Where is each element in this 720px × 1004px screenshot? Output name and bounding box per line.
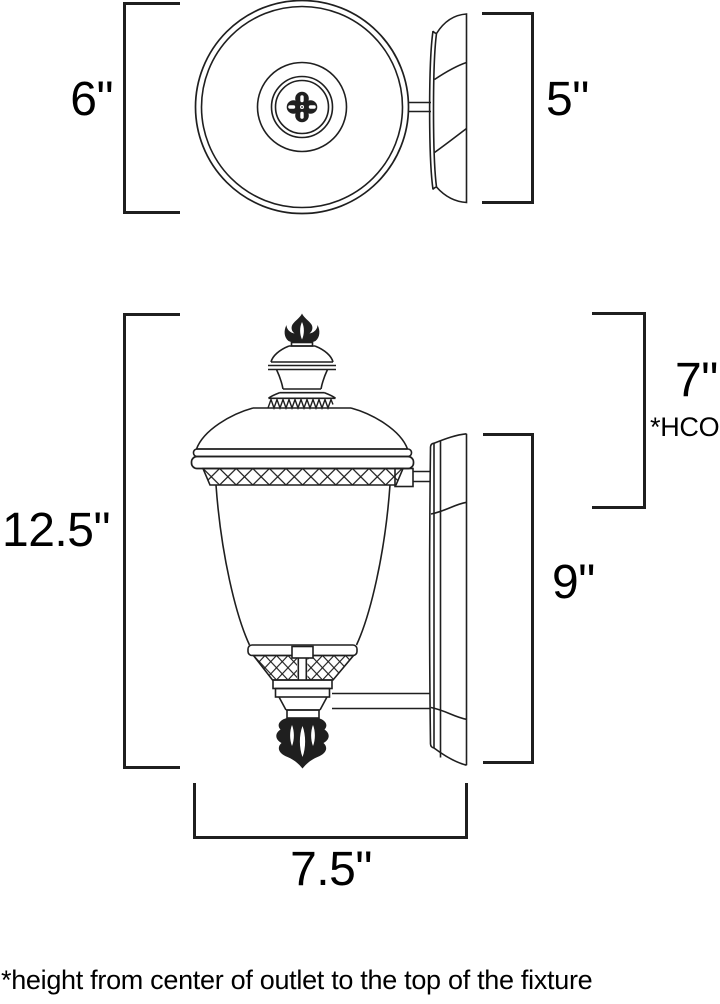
backplate-top-view <box>428 13 468 204</box>
hco-abbreviation-label: *HCO <box>650 412 720 442</box>
outlet-to-top-dimension-label: 7" <box>675 354 718 407</box>
arm-top-view <box>408 101 431 113</box>
fixture-width-dimension-label: 7.5" <box>290 843 372 896</box>
roof-band-main <box>190 455 415 470</box>
zigzag-band <box>267 397 334 411</box>
roof-band-thin <box>192 448 413 458</box>
finial-urn <box>267 345 337 400</box>
backplate-height-dimension-label: 9" <box>552 556 595 609</box>
side-view <box>123 312 646 839</box>
backplate-side <box>428 433 468 766</box>
dim-bracket-outlet-to-top <box>592 312 646 509</box>
drop-finial <box>276 718 329 769</box>
bottom-collar <box>272 679 333 719</box>
upper-arm <box>413 470 431 483</box>
lower-arm <box>332 692 431 710</box>
roof-top-view <box>194 0 410 215</box>
flame-finial <box>284 313 320 347</box>
lattice-band-top <box>201 467 405 486</box>
roof-dome <box>195 407 409 450</box>
dim-bracket-top-height <box>123 2 180 214</box>
top-height-dimension-label: 6" <box>70 73 113 126</box>
dim-bracket-fixture-height <box>123 313 180 769</box>
dim-bracket-backplate-height <box>483 433 534 764</box>
fixture-height-dimension-label: 12.5" <box>2 504 110 557</box>
glass-body <box>215 484 391 646</box>
dim-bracket-top-depth <box>482 12 534 204</box>
top-view <box>123 0 534 215</box>
cone-stem <box>291 645 314 680</box>
finial-top-view <box>286 91 318 123</box>
top-depth-dimension-label: 5" <box>546 73 589 126</box>
dim-bracket-width <box>193 783 468 839</box>
height-footnote: *height from center of outlet to the top… <box>1 965 593 995</box>
